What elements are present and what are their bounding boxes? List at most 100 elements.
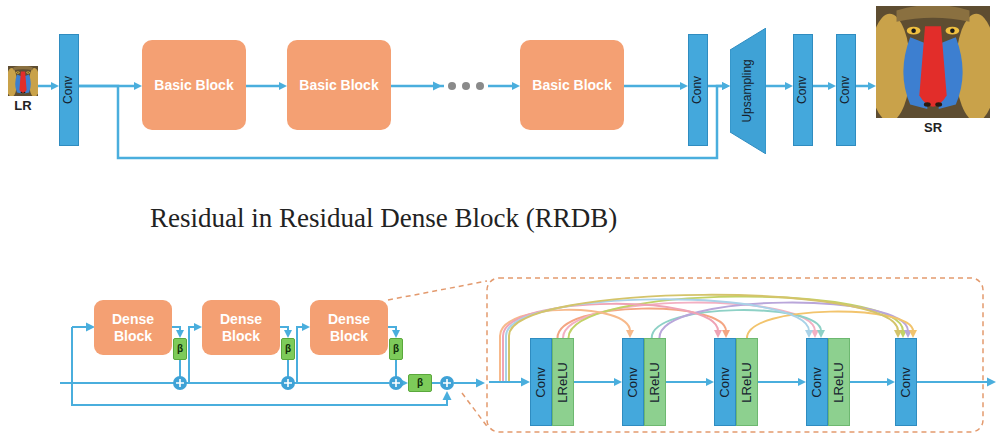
arrowhead: [134, 82, 142, 90]
connector-line: [766, 85, 787, 88]
block-label: LReLU: [556, 362, 571, 402]
connector-arrow: [747, 312, 917, 338]
block-label: Upsampling: [741, 59, 755, 122]
dense-block: Dense Block: [94, 300, 172, 355]
arrowhead: [284, 330, 292, 338]
block-label: Conv: [691, 76, 705, 104]
arrowhead: [785, 82, 793, 90]
block-label: Conv: [62, 76, 76, 104]
zoom-leader: [388, 281, 489, 429]
block-label: β: [285, 343, 291, 355]
image-label: LR: [14, 99, 31, 114]
conv-layer: Conv: [895, 338, 917, 426]
connector-arrow: [172, 327, 184, 338]
ellipsis-dots: [433, 78, 488, 94]
connector-arrow: [813, 82, 836, 90]
arrowhead: [817, 330, 825, 338]
image-node: SR: [876, 6, 990, 144]
arrowhead: [626, 330, 634, 338]
connector-arrow: [574, 378, 622, 386]
connector-arrow: [766, 82, 793, 90]
block-label: Basic Block: [299, 77, 378, 93]
arrowhead: [714, 330, 722, 338]
conv-layer: Conv: [59, 34, 79, 146]
sum-node: [173, 376, 187, 390]
connector-arrow: [624, 82, 688, 90]
image-node: LR: [8, 66, 38, 124]
block-label: Dense Block: [204, 311, 278, 343]
block-label: LReLU: [740, 362, 755, 402]
arrowhead: [987, 378, 996, 387]
block-label: β: [393, 343, 399, 355]
arrowhead: [894, 330, 902, 338]
sum-node: [440, 376, 454, 390]
conv-layer: Conv: [806, 338, 828, 426]
connector-arrow: [246, 82, 287, 90]
connector-line: [246, 85, 281, 88]
connector-arrow: [388, 327, 400, 338]
arrowhead: [722, 330, 730, 338]
basic-block: Basic Block: [287, 40, 391, 130]
block-label: Conv: [810, 367, 825, 397]
block-label: β: [177, 343, 183, 355]
conv-layer: Conv: [714, 338, 736, 426]
connector-line: [850, 381, 889, 383]
arrowhead: [476, 379, 485, 388]
connector-line: [666, 381, 708, 383]
conv-layer: Conv: [622, 338, 644, 426]
sum-node: [281, 376, 295, 390]
block-label: LReLU: [648, 362, 663, 402]
arrowhead: [302, 323, 310, 331]
arrowhead: [512, 82, 520, 90]
arrowhead: [828, 82, 836, 90]
block-label: Conv: [626, 367, 641, 397]
block-label: Conv: [839, 76, 853, 104]
arrowhead: [722, 82, 730, 90]
connector-arrow: [758, 378, 806, 386]
arrowhead: [722, 82, 730, 90]
connector-arrow: [666, 378, 714, 386]
connector-line: [624, 85, 682, 88]
block-label: Conv: [534, 367, 549, 397]
conv-layer: Conv: [836, 34, 856, 146]
connector-line: [758, 381, 800, 383]
arrowhead: [868, 82, 876, 90]
connector-arrow: [850, 378, 895, 386]
arrowhead: [194, 323, 202, 331]
arrowhead: [443, 391, 452, 400]
connector-arrow: [563, 303, 819, 338]
lrelu-layer: LReLU: [552, 338, 574, 426]
block-label: Dense Block: [96, 311, 170, 343]
block-label: Conv: [899, 367, 914, 397]
lrelu-layer: LReLU: [644, 338, 666, 426]
block-label: β: [417, 377, 423, 389]
dense-link: [747, 312, 913, 338]
block-label: Dense Block: [312, 311, 386, 343]
block-label: Conv: [718, 367, 733, 397]
connector-arrow: [280, 327, 292, 338]
arrowhead: [521, 378, 530, 387]
arrowhead: [392, 330, 400, 338]
conv-layer: Conv: [530, 338, 552, 426]
arrowhead: [680, 82, 688, 90]
block-label: Basic Block: [532, 77, 611, 93]
arrowhead: [614, 378, 622, 386]
connector-line: [38, 85, 53, 88]
dense-link: [659, 303, 908, 338]
dense-block: Dense Block: [310, 300, 388, 355]
beta-scale: β: [281, 338, 295, 360]
arrowhead: [176, 330, 184, 338]
connector-arrow: [38, 82, 59, 90]
expansion-frame: [487, 278, 983, 432]
image-label: SR: [924, 121, 942, 136]
basic-block: Basic Block: [142, 40, 246, 130]
section-title-text: Residual in Residual Dense Block (RRDB): [150, 203, 617, 233]
block-label: Conv: [796, 76, 810, 104]
arrowhead: [706, 378, 714, 386]
connector-line: [813, 85, 830, 88]
basic-block: Basic Block: [520, 40, 624, 130]
connector-arrow: [659, 303, 912, 338]
arrowhead: [909, 330, 917, 338]
connector-arrow: [856, 82, 876, 90]
